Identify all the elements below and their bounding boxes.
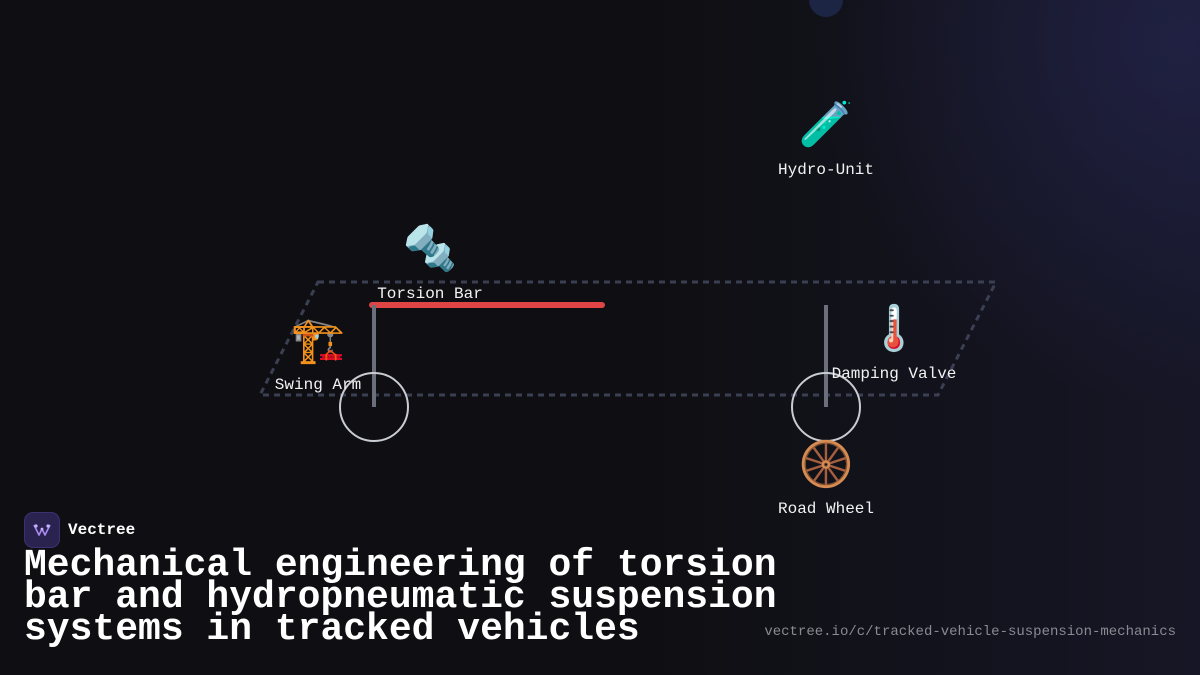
swing-arm-label: Swing Arm <box>274 376 362 394</box>
wheel-icon: 🛞 <box>798 443 854 493</box>
road-wheel-label: Road Wheel <box>777 500 875 518</box>
damping-valve-label: Damping Valve <box>831 365 957 383</box>
crane-icon: 🏗️ <box>290 319 346 369</box>
brand-name: Vectree <box>68 521 136 539</box>
nut-and-bolt-icon: 🔩 <box>402 227 458 277</box>
page-title: Mechanical engineering of torsion bar an… <box>24 544 777 651</box>
right-wheel-circle <box>791 372 861 442</box>
vectree-logo-icon <box>24 512 60 548</box>
top-node-circle <box>809 0 843 17</box>
left-wheel-circle <box>339 372 409 442</box>
source-url: vectree.io/c/tracked-vehicle-suspension-… <box>764 624 1176 640</box>
vectree-mark-icon <box>33 524 51 536</box>
test-tube-icon: 🧪 <box>798 103 854 153</box>
thermometer-icon: 🌡️ <box>866 307 922 357</box>
hydro-unit-label: Hydro-Unit <box>777 161 875 179</box>
hull-outline <box>257 280 999 397</box>
torsion-bar-label: Torsion Bar <box>377 285 483 303</box>
brand: Vectree <box>24 512 135 548</box>
